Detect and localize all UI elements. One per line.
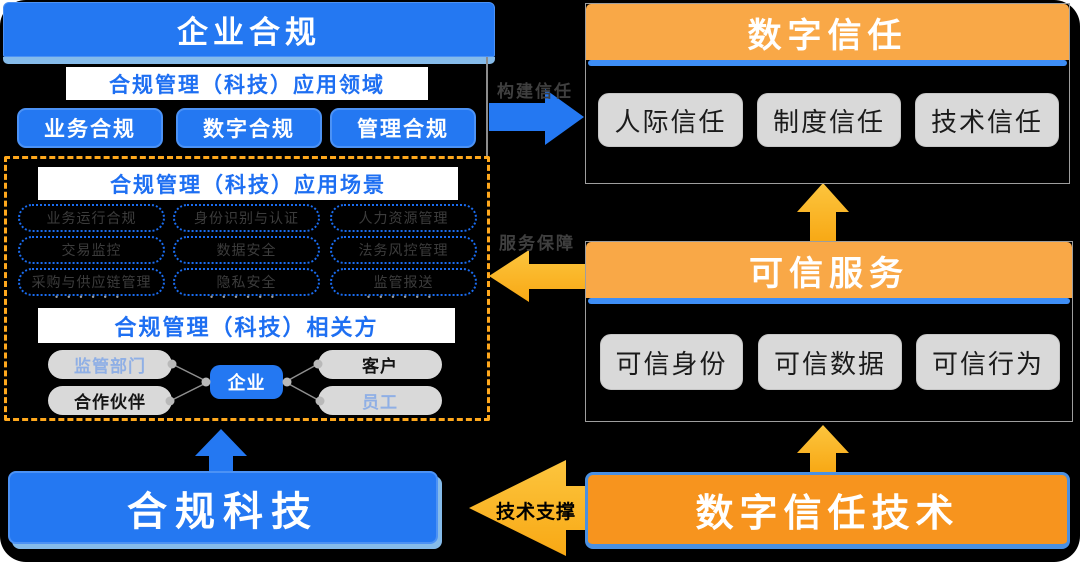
ellipsis-dots: •••••• xyxy=(367,292,440,302)
tech-support-label: 技术支撑 xyxy=(495,502,576,523)
stakeholder-customer: 客户 xyxy=(318,350,442,379)
stakeholder-regulator: 监管部门 xyxy=(48,350,172,379)
scenario-item: 法务风控管理 xyxy=(330,236,477,264)
trust-item-institutional: 制度信任 xyxy=(757,93,901,147)
scenario-item: 数据安全 xyxy=(173,236,320,264)
trust-item-technical: 技术信任 xyxy=(915,93,1059,147)
trusted-services-container: 可信服务 xyxy=(585,241,1073,422)
domain-item-business: 业务合规 xyxy=(17,108,163,148)
domain-item-digital: 数字合规 xyxy=(176,108,322,148)
left-panel-right-border xyxy=(486,57,488,157)
scenario-item: 身份识别与认证 xyxy=(173,204,320,232)
scenario-item: 业务运行合规 xyxy=(18,204,165,232)
stakeholder-employee: 员工 xyxy=(318,386,442,415)
enterprise-compliance-header: 企业合规 xyxy=(3,2,495,57)
application-domains-title: 合规管理（科技）应用领域 xyxy=(66,67,428,100)
trusted-services-underline xyxy=(588,298,1070,304)
trusted-services-header: 可信服务 xyxy=(586,242,1072,298)
stakeholders-title: 合规管理（科技）相关方 xyxy=(38,308,455,343)
service-item-identity: 可信身份 xyxy=(600,334,743,390)
service-guarantee-label: 服务保障 xyxy=(499,234,575,253)
application-scenarios-title: 合规管理（科技）应用场景 xyxy=(38,167,458,200)
scenario-item: 人力资源管理 xyxy=(330,204,477,232)
service-item-behavior: 可信行为 xyxy=(916,334,1060,390)
service-item-data: 可信数据 xyxy=(758,334,902,390)
build-trust-label: 构建信任 xyxy=(497,82,573,101)
digital-trust-technology-box: 数字信任技术 xyxy=(585,472,1070,549)
digital-trust-underline xyxy=(588,60,1067,66)
stakeholder-partner: 合作伙伴 xyxy=(48,386,172,415)
digital-trust-header: 数字信任 xyxy=(586,4,1069,60)
ellipsis-dots: •••••• xyxy=(210,292,283,302)
scenario-item: 采购与供应链管理 xyxy=(18,268,165,296)
ellipsis-dots: •••••• xyxy=(55,292,128,302)
scenarios-dashed-container xyxy=(4,156,490,421)
scenario-item: 交易监控 xyxy=(18,236,165,264)
trust-item-interpersonal: 人际信任 xyxy=(598,93,743,147)
header-bevel xyxy=(3,57,495,64)
domain-item-management: 管理合规 xyxy=(330,108,476,148)
digital-trust-container: 数字信任 xyxy=(585,3,1070,184)
stakeholder-enterprise-center: 企业 xyxy=(210,365,283,399)
scenario-item: 监管报送 xyxy=(330,268,477,296)
compliance-technology-box: 合规科技 xyxy=(8,471,438,544)
scenario-item: 隐私安全 xyxy=(173,268,320,296)
